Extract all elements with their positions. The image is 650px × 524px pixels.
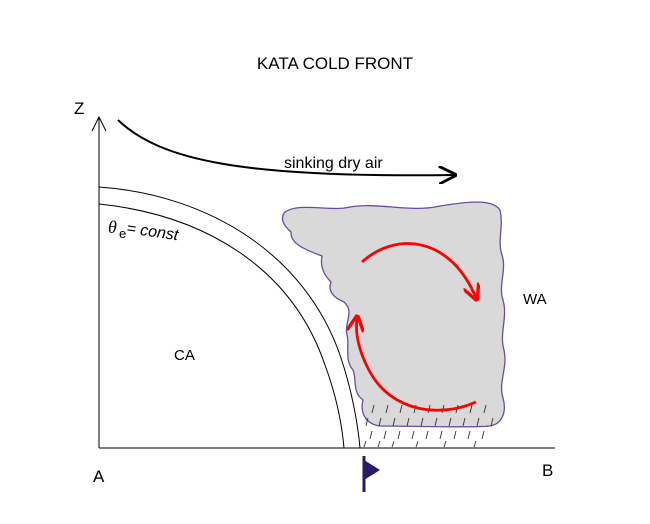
theta-e-label: θ e = const	[108, 217, 180, 244]
circulation-arrow-upper	[361, 242, 476, 298]
cold-front-triangle-icon	[362, 456, 380, 492]
frontal-cloud	[281, 201, 506, 428]
z-axis-arrowhead	[91, 115, 107, 132]
precipitation-streaks	[363, 404, 494, 448]
theta-e-line-outer	[98, 186, 361, 449]
end-label-b: B	[542, 461, 553, 480]
svg-text:= const: = const	[125, 220, 179, 244]
sinking-dry-air-label: sinking dry air	[284, 155, 383, 172]
circulation-arrow-lower	[356, 318, 477, 412]
theta-e-line-inner	[98, 203, 345, 449]
diagram-title: KATA COLD FRONT	[257, 54, 413, 73]
cold-air-label: CA	[174, 347, 195, 364]
svg-text:θ: θ	[108, 217, 117, 237]
svg-text:e: e	[119, 226, 126, 241]
origin-label-a: A	[93, 467, 105, 486]
z-axis-label: Z	[74, 99, 84, 118]
sinking-dry-air-arrow	[117, 119, 455, 175]
warm-air-label: WA	[523, 291, 547, 308]
